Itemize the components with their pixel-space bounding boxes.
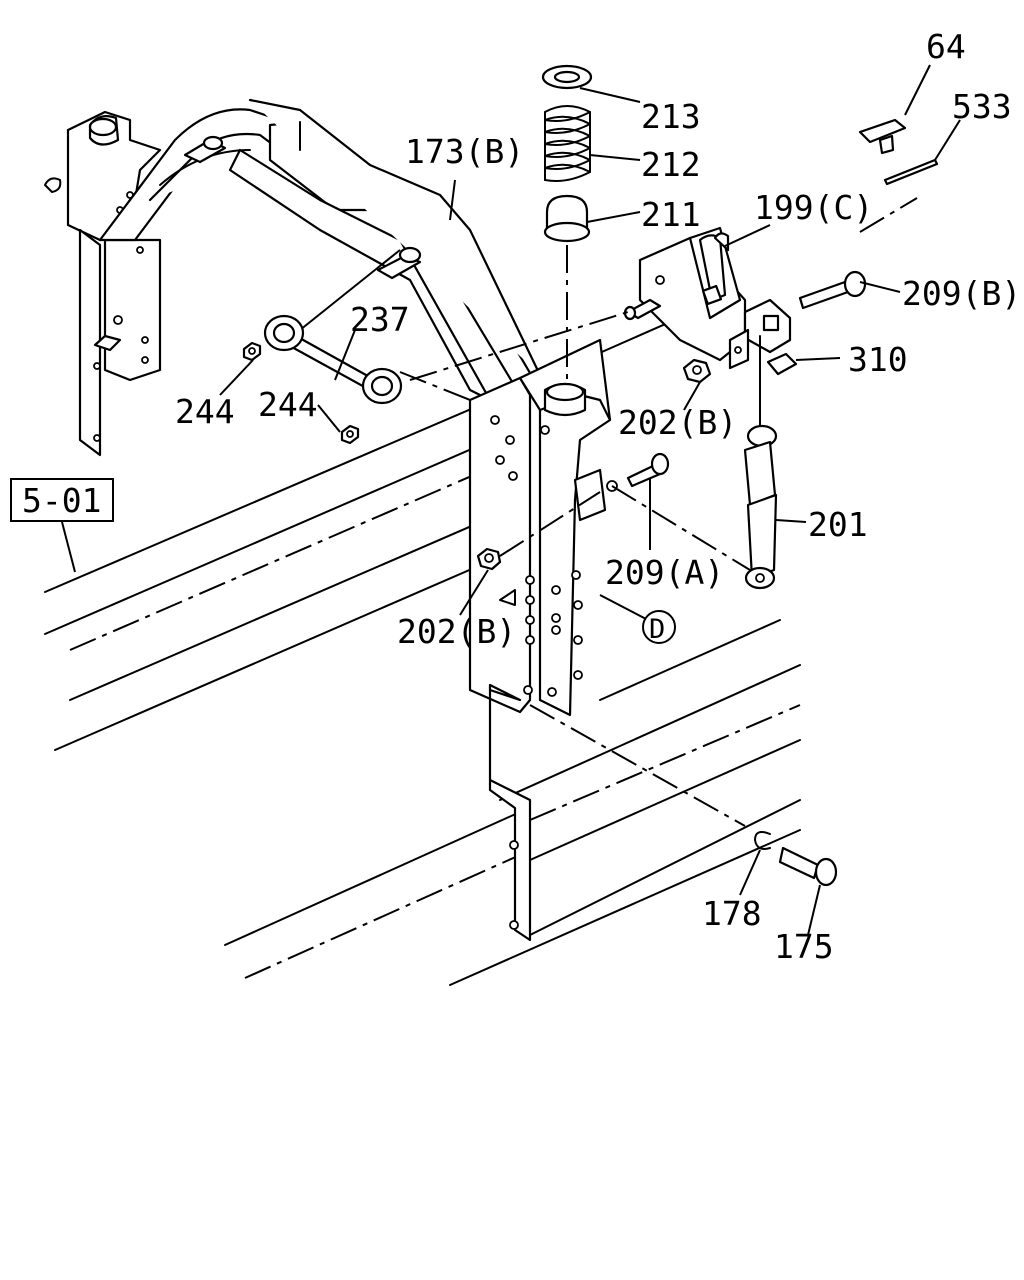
nut-244-lower xyxy=(340,424,360,445)
label-213: 213 xyxy=(641,97,701,136)
ref-box-5-01 xyxy=(10,478,114,522)
nut-202b-upper xyxy=(682,358,712,384)
frame-bolts xyxy=(183,135,422,280)
bolt-209b xyxy=(798,270,867,310)
seat-213 xyxy=(541,64,593,90)
leader-lines xyxy=(61,64,961,936)
label-175: 175 xyxy=(774,927,834,966)
label-209a: 209(A) xyxy=(605,553,724,592)
label-201: 201 xyxy=(808,505,868,544)
spring-212 xyxy=(544,105,591,182)
bolt-209a xyxy=(606,452,670,492)
label-211: 211 xyxy=(641,195,701,234)
band-533 xyxy=(883,158,939,186)
label-173b: 173(B) xyxy=(405,132,524,171)
label-d: D xyxy=(649,614,665,645)
pin-175 xyxy=(778,846,838,887)
label-533: 533 xyxy=(952,87,1012,126)
label-178: 178 xyxy=(702,894,762,933)
label-237: 237 xyxy=(350,300,410,339)
label-244-lower: 244 xyxy=(258,385,318,424)
gas-strut-201 xyxy=(743,335,778,590)
label-199c: 199(C) xyxy=(754,188,873,227)
link-rod-237 xyxy=(263,249,471,405)
label-212: 212 xyxy=(641,145,701,184)
latch-bracket-199c xyxy=(623,226,747,362)
upright-bracket xyxy=(468,338,612,717)
label-244-upper: 244 xyxy=(175,392,235,431)
lower-bracket-plate xyxy=(488,683,532,942)
nut-244-upper xyxy=(242,341,262,362)
left-mount-bracket xyxy=(44,110,162,457)
label-310: 310 xyxy=(848,340,908,379)
clip-64 xyxy=(858,118,907,155)
callout-labels: 64 533 213 212 211 173(B) 199(C) 209(B) … xyxy=(10,27,1021,966)
guard-frame-173b xyxy=(98,98,542,402)
label-5-01: 5-01 xyxy=(22,481,101,520)
label-202b-lower: 202(B) xyxy=(397,612,516,651)
bumper-211 xyxy=(543,194,591,243)
clip-178 xyxy=(754,831,771,850)
clip-310 xyxy=(766,352,798,376)
label-202b-upper: 202(B) xyxy=(618,403,737,442)
label-64: 64 xyxy=(926,27,966,66)
ref-circle-d xyxy=(642,610,676,644)
label-209b: 209(B) xyxy=(902,274,1021,313)
hinge-plate xyxy=(728,298,792,370)
nut-202b-lower xyxy=(476,547,502,571)
